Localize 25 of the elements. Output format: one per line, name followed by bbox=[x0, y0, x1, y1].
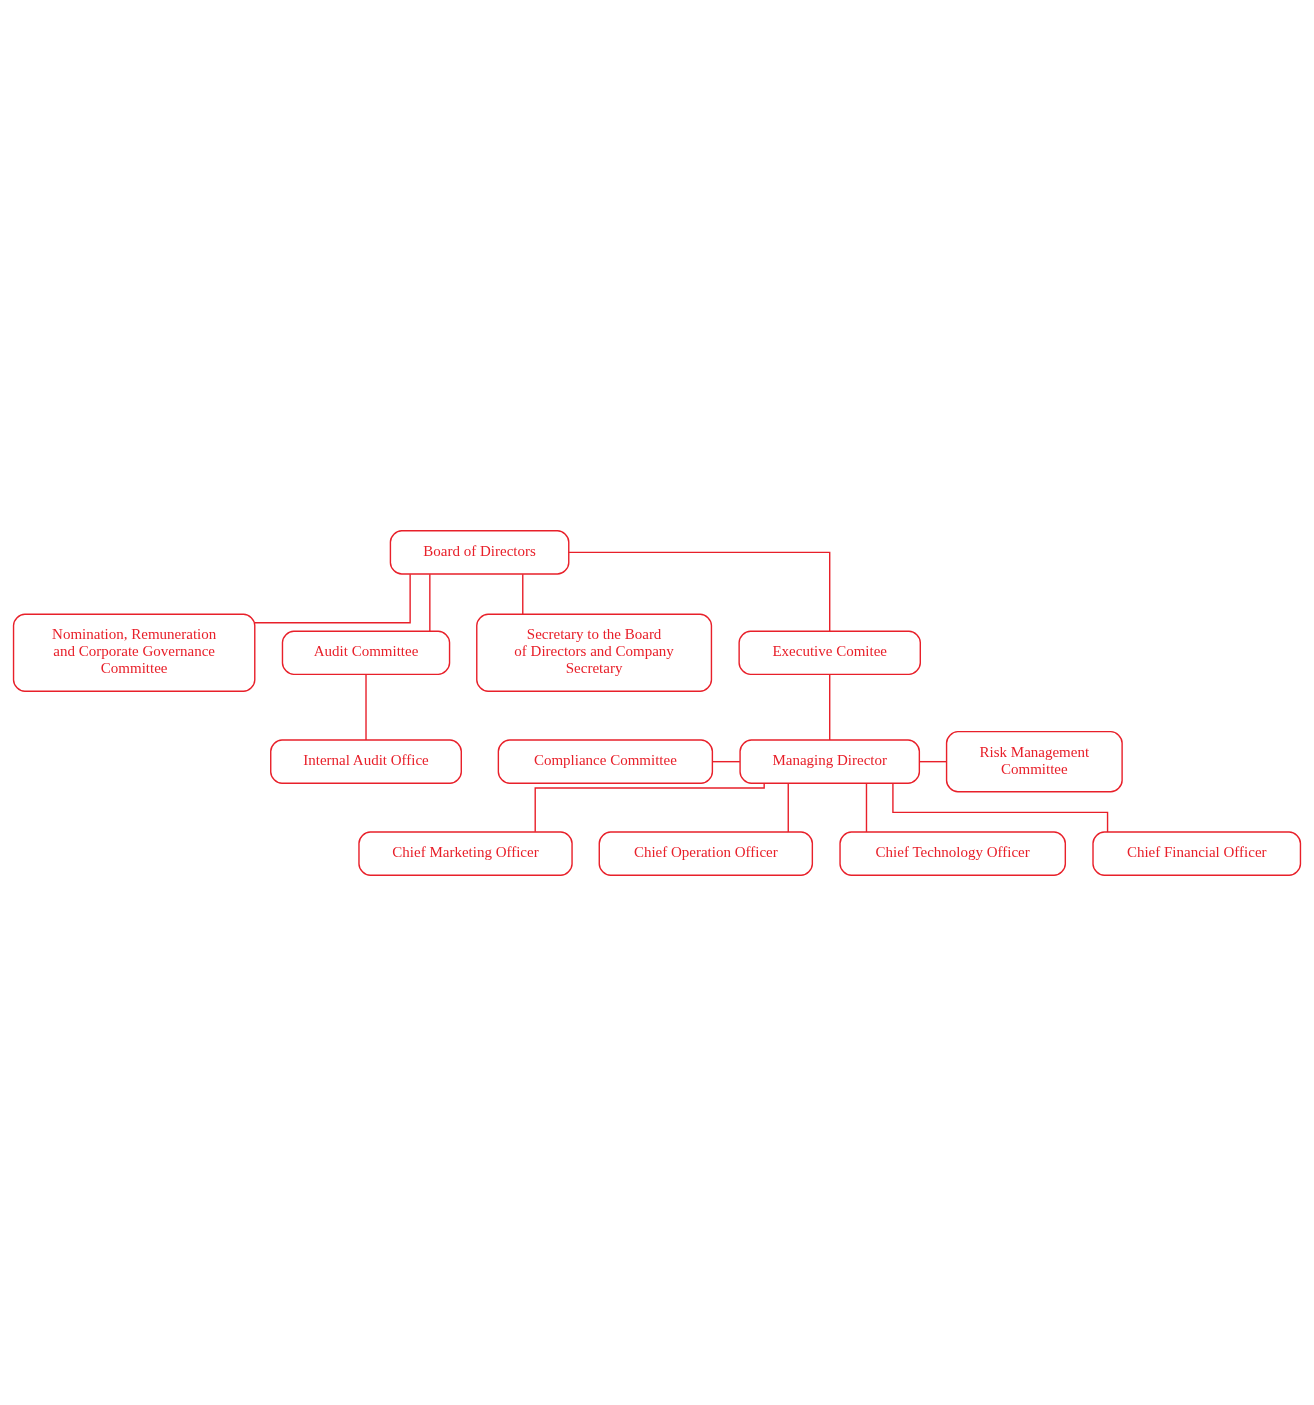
node-box: Secretary to the Board of Directors and Company Secretary bbox=[476, 613, 713, 692]
connector bbox=[892, 782, 1109, 833]
node-box: Chief Marketing Officer bbox=[358, 830, 573, 876]
connector bbox=[568, 551, 831, 632]
node-box: Nomination, Remuneration and Corporate Governance Committee bbox=[12, 613, 256, 692]
connector bbox=[534, 782, 765, 832]
node-box: Compliance Committee bbox=[497, 738, 714, 784]
node-box: Chief Technology Officer bbox=[839, 830, 1067, 876]
node-box: Executive Comitee bbox=[738, 630, 921, 675]
connector bbox=[522, 572, 524, 615]
connector bbox=[865, 782, 868, 833]
connector bbox=[829, 673, 831, 741]
node-box: Chief Financial Officer bbox=[1092, 830, 1302, 876]
node-box: Chief Operation Officer bbox=[598, 830, 814, 876]
connector bbox=[711, 760, 741, 762]
node-box: Risk Management Committee bbox=[945, 730, 1123, 792]
node-box: Board of Directors bbox=[389, 529, 570, 575]
connector bbox=[429, 572, 431, 632]
connector bbox=[918, 760, 948, 762]
connector bbox=[365, 673, 367, 741]
connector bbox=[254, 573, 411, 623]
node-box: Audit Committee bbox=[281, 630, 451, 675]
connector bbox=[787, 782, 789, 833]
node-box: Managing Director bbox=[739, 738, 921, 784]
node-box: Internal Audit Office bbox=[270, 738, 462, 784]
